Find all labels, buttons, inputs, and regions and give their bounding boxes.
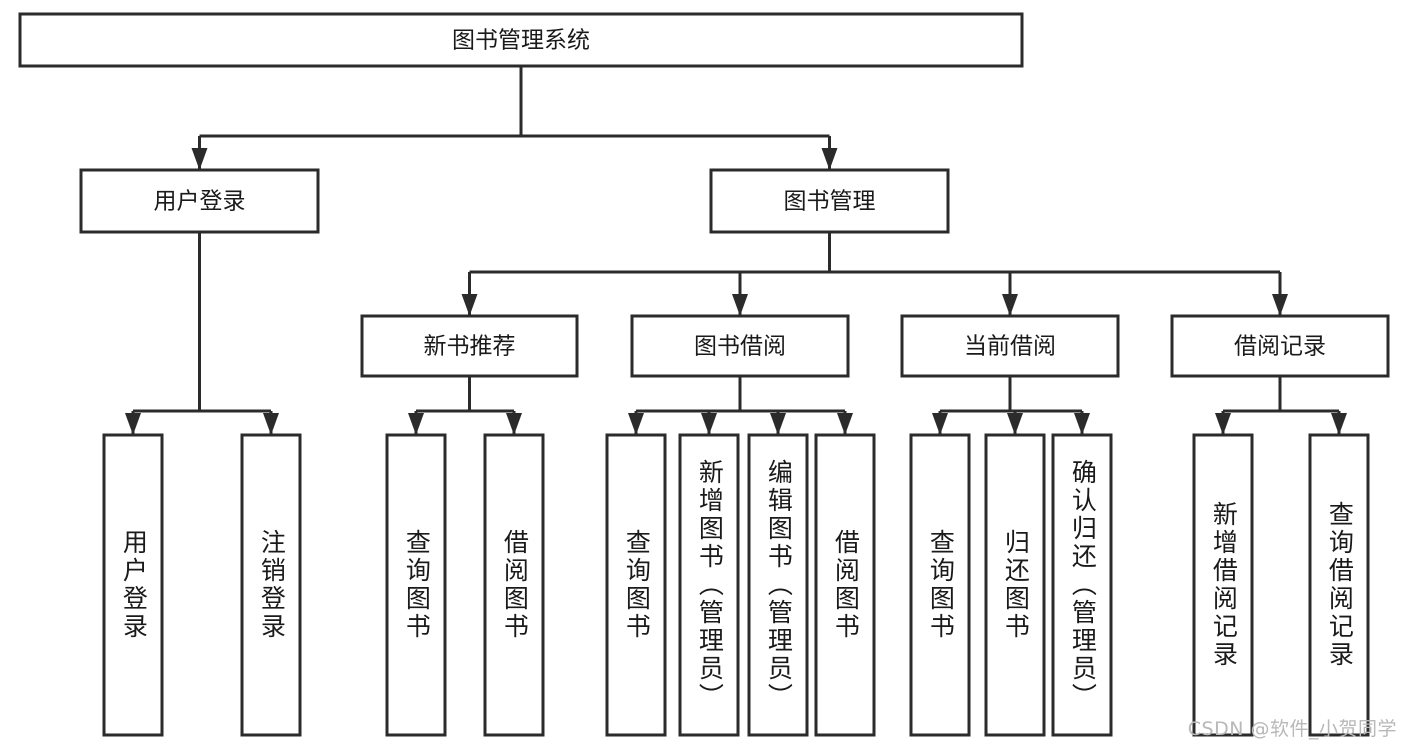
leaf-box-4-查询图书[interactable]: [605, 433, 667, 737]
leaf-box-8-查询图书[interactable]: [909, 433, 971, 737]
arrow-head-icon: [932, 413, 948, 435]
arrow-head-icon: [1272, 294, 1288, 316]
watermark-text: CSDN @软件_小贺同学: [1187, 718, 1397, 740]
node-label-l2-用户登录: 用户登录: [154, 189, 246, 215]
arrow-head-icon: [1002, 294, 1018, 316]
arrow-head-icon: [628, 413, 644, 435]
arrow-head-icon: [263, 413, 279, 435]
node-label-l3-借阅记录: 借阅记录: [1234, 334, 1326, 360]
node-box-l2-用户登录[interactable]: [79, 168, 320, 234]
arrow-head-icon: [837, 413, 853, 435]
node-box-l3-当前借阅[interactable]: [900, 314, 1120, 378]
arrow-head-icon: [1215, 413, 1231, 435]
arrow-head-icon: [461, 294, 478, 316]
node-label-l3-图书借阅: 图书借阅: [694, 334, 786, 360]
node-label-l3-新书推荐: 新书推荐: [424, 334, 516, 360]
connector-lines: [125, 66, 1347, 435]
leaf-box-7-借阅图书[interactable]: [814, 433, 876, 737]
arrow-head-icon: [821, 148, 838, 170]
arrow-head-icon: [408, 413, 424, 435]
arrow-head-icon: [506, 413, 522, 435]
node-box-l2-图书管理[interactable]: [709, 168, 950, 234]
arrow-head-icon: [732, 294, 748, 316]
node-box-l3-图书借阅[interactable]: [630, 314, 850, 378]
node-label-root: 图书管理系统: [452, 28, 590, 54]
leaf-box-12-查询借阅记录[interactable]: [1308, 433, 1370, 737]
leaf-box-6-编辑图书管理员[interactable]: [747, 433, 809, 737]
leaf-box-10-确认归还管理员[interactable]: [1051, 433, 1113, 737]
node-label-l3-当前借阅: 当前借阅: [964, 334, 1056, 360]
node-box-l3-新书推荐[interactable]: [360, 314, 579, 378]
arrow-head-icon: [1074, 413, 1090, 435]
arrow-head-icon: [770, 413, 786, 435]
arrow-head-icon: [191, 148, 208, 170]
arrow-head-icon: [1331, 413, 1347, 435]
node-boxes: [18, 12, 1390, 737]
leaf-box-9-归还图书[interactable]: [984, 433, 1046, 737]
leaf-box-11-新增借阅记录[interactable]: [1192, 433, 1254, 737]
leaf-box-3-借阅图书[interactable]: [483, 433, 545, 737]
arrow-head-icon: [125, 413, 141, 435]
leaf-box-5-新增图书管理员[interactable]: [678, 433, 740, 737]
leaf-box-0-用户登录[interactable]: [102, 433, 164, 737]
arrow-head-icon: [1007, 413, 1023, 435]
leaf-box-1-注销登录[interactable]: [240, 433, 302, 737]
leaf-box-2-查询图书[interactable]: [385, 433, 447, 737]
arrow-head-icon: [701, 413, 717, 435]
node-box-root-图书管理系统[interactable]: [18, 12, 1024, 68]
node-label-l2-图书管理: 图书管理: [784, 189, 876, 215]
node-box-l3-借阅记录[interactable]: [1170, 314, 1390, 378]
